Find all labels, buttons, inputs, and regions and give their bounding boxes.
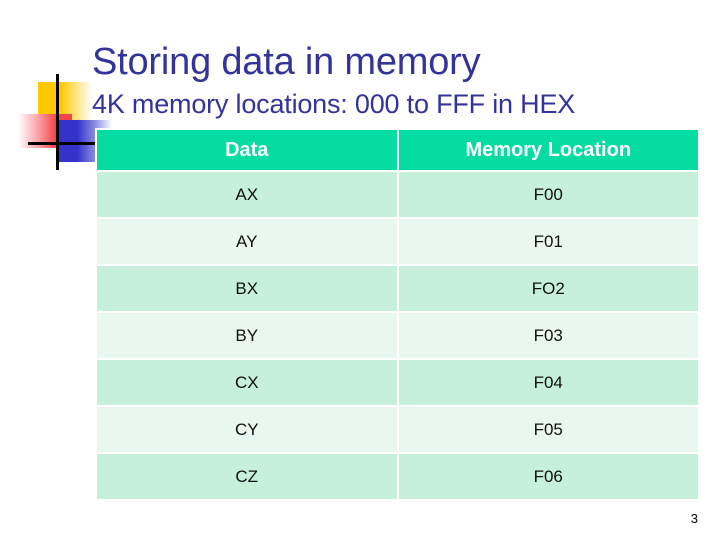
cell-memory-location: F00: [396, 170, 700, 219]
page-title: Storing data in memory: [92, 41, 481, 83]
table-body: AX F00 AY F01 BX FO2 BY F03 CX F04: [95, 170, 700, 501]
cell-memory-location: F04: [396, 358, 700, 407]
cell-data: CY: [95, 405, 399, 454]
cell-memory-location: FO2: [396, 264, 700, 313]
page-subtitle: 4K memory locations: 000 to FFF in HEX: [92, 89, 576, 119]
horizontal-line-icon: [28, 142, 114, 145]
table-row: BX FO2: [95, 264, 700, 313]
vertical-line-icon: [56, 74, 59, 170]
memory-table: Data Memory Location AX F00 AY F01 BX FO…: [95, 128, 700, 501]
column-header-memory-location: Memory Location: [396, 128, 700, 172]
memory-table-container: Data Memory Location AX F00 AY F01 BX FO…: [95, 128, 700, 501]
cell-memory-location: F01: [396, 217, 700, 266]
table-row: CZ F06: [95, 452, 700, 501]
cell-data: CX: [95, 358, 399, 407]
cell-data: BX: [95, 264, 399, 313]
table-row: AY F01: [95, 217, 700, 266]
table-row: AX F00: [95, 170, 700, 219]
table-header-row: Data Memory Location: [95, 128, 700, 172]
page-number: 3: [690, 511, 698, 526]
column-header-data: Data: [95, 128, 399, 172]
table-row: CY F05: [95, 405, 700, 454]
table-row: BY F03: [95, 311, 700, 360]
cell-data: AY: [95, 217, 399, 266]
cell-data: CZ: [95, 452, 399, 501]
cell-memory-location: F03: [396, 311, 700, 360]
cell-data: BY: [95, 311, 399, 360]
cell-data: AX: [95, 170, 399, 219]
table-row: CX F04: [95, 358, 700, 407]
cell-memory-location: F05: [396, 405, 700, 454]
cell-memory-location: F06: [396, 452, 700, 501]
